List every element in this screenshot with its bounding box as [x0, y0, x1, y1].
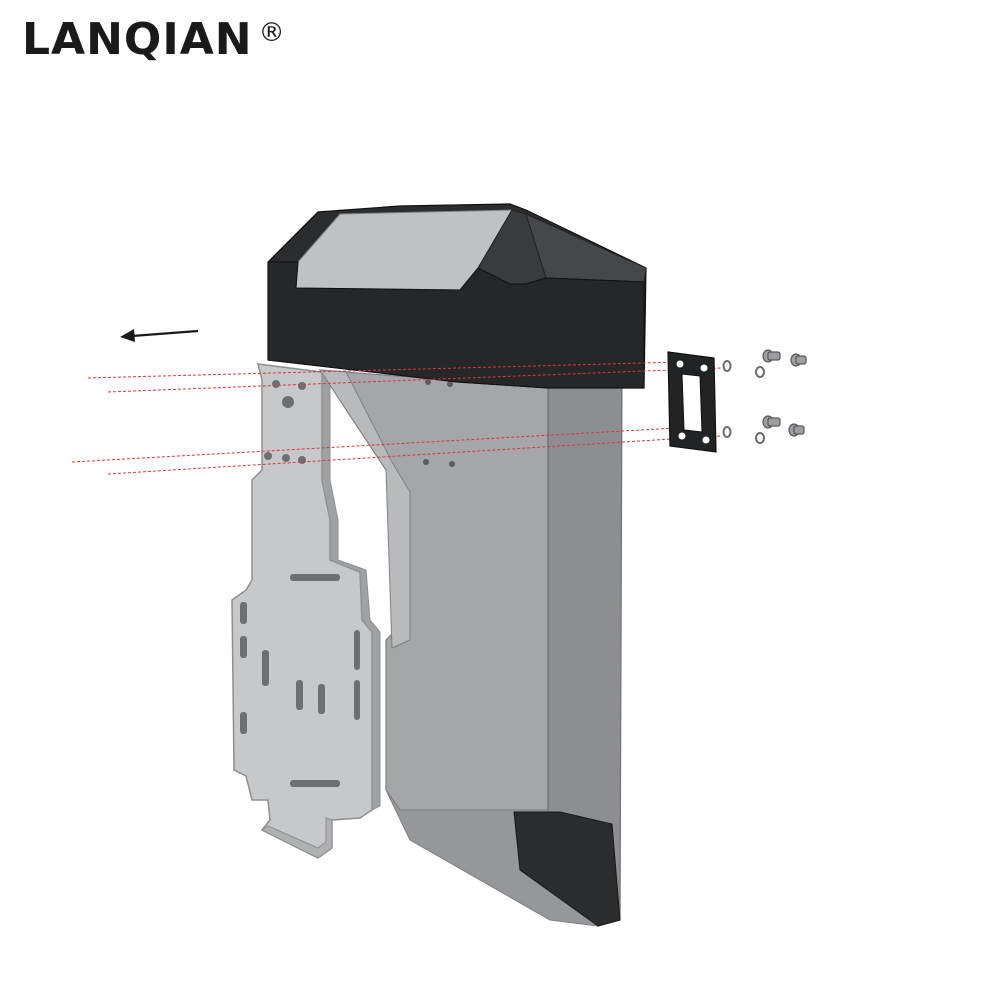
- mounting-bracket-plate: [231, 363, 381, 859]
- washer-icon: [722, 360, 765, 444]
- bolt-icon: [762, 349, 807, 437]
- alignment-guide-lines: [71, 361, 723, 475]
- brand-name: LANQIAN: [22, 14, 253, 65]
- direction-arrow-icon: [120, 329, 199, 342]
- aluminum-pannier-case: [267, 203, 647, 927]
- registered-mark: ®: [258, 18, 285, 48]
- brand-logo: LANQIAN ®: [22, 18, 285, 62]
- gasket-plate: [667, 351, 717, 453]
